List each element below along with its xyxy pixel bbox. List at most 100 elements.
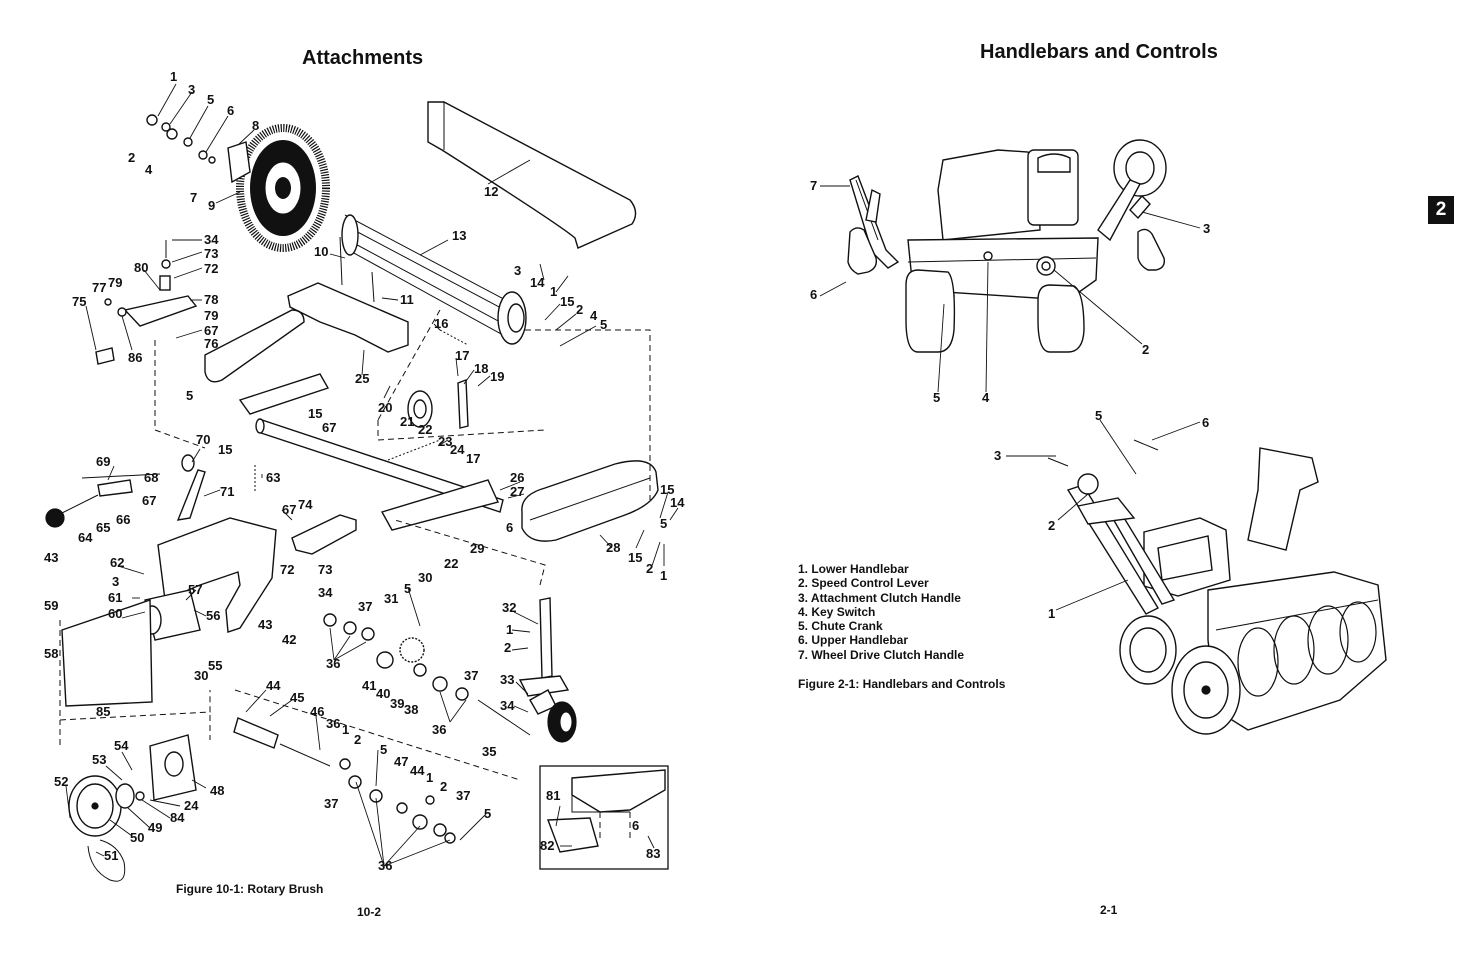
left-page: Attachments: [0, 0, 737, 954]
svg-text:2: 2: [354, 732, 361, 747]
brush-hood-part: [427, 101, 637, 249]
svg-text:46: 46: [310, 704, 324, 719]
svg-text:67: 67: [322, 420, 336, 435]
svg-text:44: 44: [410, 763, 425, 778]
svg-text:35: 35: [482, 744, 496, 759]
svg-text:17: 17: [466, 451, 480, 466]
svg-text:21: 21: [400, 414, 414, 429]
svg-text:5: 5: [660, 516, 667, 531]
svg-text:51: 51: [104, 848, 118, 863]
svg-text:2: 2: [1142, 342, 1149, 357]
mounting-frame-part: [157, 517, 277, 633]
svg-text:1: 1: [660, 568, 667, 583]
svg-text:26: 26: [510, 470, 524, 485]
section-tab: 2: [1428, 196, 1454, 224]
figure-caption: Figure 10-1: Rotary Brush: [176, 882, 324, 896]
svg-text:78: 78: [204, 292, 218, 307]
figure-caption: Figure 2-1: Handlebars and Controls: [798, 677, 1006, 691]
svg-text:2: 2: [440, 779, 447, 794]
svg-text:67: 67: [142, 493, 156, 508]
svg-text:19: 19: [490, 369, 504, 384]
svg-text:58: 58: [44, 646, 58, 661]
svg-text:69: 69: [96, 454, 110, 469]
svg-text:17: 17: [455, 348, 469, 363]
svg-text:31: 31: [384, 591, 398, 606]
svg-text:47: 47: [394, 754, 408, 769]
svg-text:38: 38: [404, 702, 418, 717]
svg-text:1: 1: [170, 69, 177, 84]
svg-text:75: 75: [72, 294, 86, 309]
svg-text:48: 48: [210, 783, 224, 798]
svg-text:72: 72: [204, 261, 218, 276]
svg-text:5: 5: [933, 390, 940, 405]
svg-text:66: 66: [116, 512, 130, 527]
svg-text:23: 23: [438, 434, 452, 449]
svg-text:6: 6: [227, 103, 234, 118]
svg-text:4: 4: [145, 162, 153, 177]
svg-text:8: 8: [252, 118, 259, 133]
svg-text:73: 73: [204, 246, 218, 261]
svg-text:3: 3: [994, 448, 1001, 463]
svg-text:71: 71: [220, 484, 234, 499]
svg-text:77: 77: [92, 280, 106, 295]
svg-text:70: 70: [196, 432, 210, 447]
svg-text:37: 37: [358, 599, 372, 614]
svg-text:2: 2: [646, 561, 653, 576]
bristle-brush-part: [236, 124, 330, 252]
svg-text:7: 7: [190, 190, 197, 205]
svg-text:42: 42: [282, 632, 296, 647]
svg-text:30: 30: [418, 570, 432, 585]
svg-text:2: 2: [576, 302, 583, 317]
svg-text:54: 54: [114, 738, 129, 753]
svg-text:53: 53: [92, 752, 106, 767]
svg-text:43: 43: [258, 617, 272, 632]
svg-text:32: 32: [502, 600, 516, 615]
svg-text:5: 5: [207, 92, 214, 107]
svg-text:5: 5: [380, 742, 387, 757]
svg-text:15: 15: [628, 550, 642, 565]
svg-text:15: 15: [660, 482, 674, 497]
legend-item: 2. Speed Control Lever: [798, 576, 929, 591]
legend-item: 7. Wheel Drive Clutch Handle: [798, 647, 965, 662]
svg-text:57: 57: [188, 582, 202, 597]
svg-text:49: 49: [148, 820, 162, 835]
svg-text:65: 65: [96, 520, 110, 535]
svg-text:27: 27: [510, 484, 524, 499]
svg-text:34: 34: [318, 585, 333, 600]
svg-text:68: 68: [144, 470, 158, 485]
svg-text:1: 1: [342, 722, 349, 737]
legend-item: 5. Chute Crank: [798, 619, 883, 634]
svg-text:64: 64: [78, 530, 93, 545]
svg-text:6: 6: [506, 520, 513, 535]
svg-text:52: 52: [54, 774, 68, 789]
svg-text:28: 28: [606, 540, 620, 555]
brush-core-part: [341, 214, 527, 345]
svg-text:6: 6: [810, 287, 817, 302]
svg-text:37: 37: [464, 668, 478, 683]
svg-text:5: 5: [600, 317, 607, 332]
svg-text:12: 12: [484, 184, 498, 199]
svg-text:11: 11: [400, 292, 414, 307]
svg-text:39: 39: [390, 696, 404, 711]
svg-text:72: 72: [280, 562, 294, 577]
svg-text:5: 5: [186, 388, 193, 403]
svg-text:2: 2: [128, 150, 135, 165]
svg-text:79: 79: [204, 308, 218, 323]
svg-text:15: 15: [560, 294, 574, 309]
svg-text:37: 37: [456, 788, 470, 803]
svg-text:67: 67: [282, 502, 296, 517]
svg-text:79: 79: [108, 275, 122, 290]
page-title: Attachments: [302, 47, 424, 69]
svg-text:36: 36: [326, 656, 340, 671]
svg-text:3: 3: [112, 574, 119, 589]
svg-text:84: 84: [170, 810, 185, 825]
svg-text:25: 25: [355, 371, 369, 386]
drive-tube-part: [238, 373, 504, 531]
page-number: 2-1: [1100, 903, 1118, 917]
svg-text:43: 43: [44, 550, 58, 565]
svg-text:86: 86: [128, 350, 142, 365]
svg-text:1: 1: [426, 770, 433, 785]
svg-text:3: 3: [1203, 221, 1210, 236]
